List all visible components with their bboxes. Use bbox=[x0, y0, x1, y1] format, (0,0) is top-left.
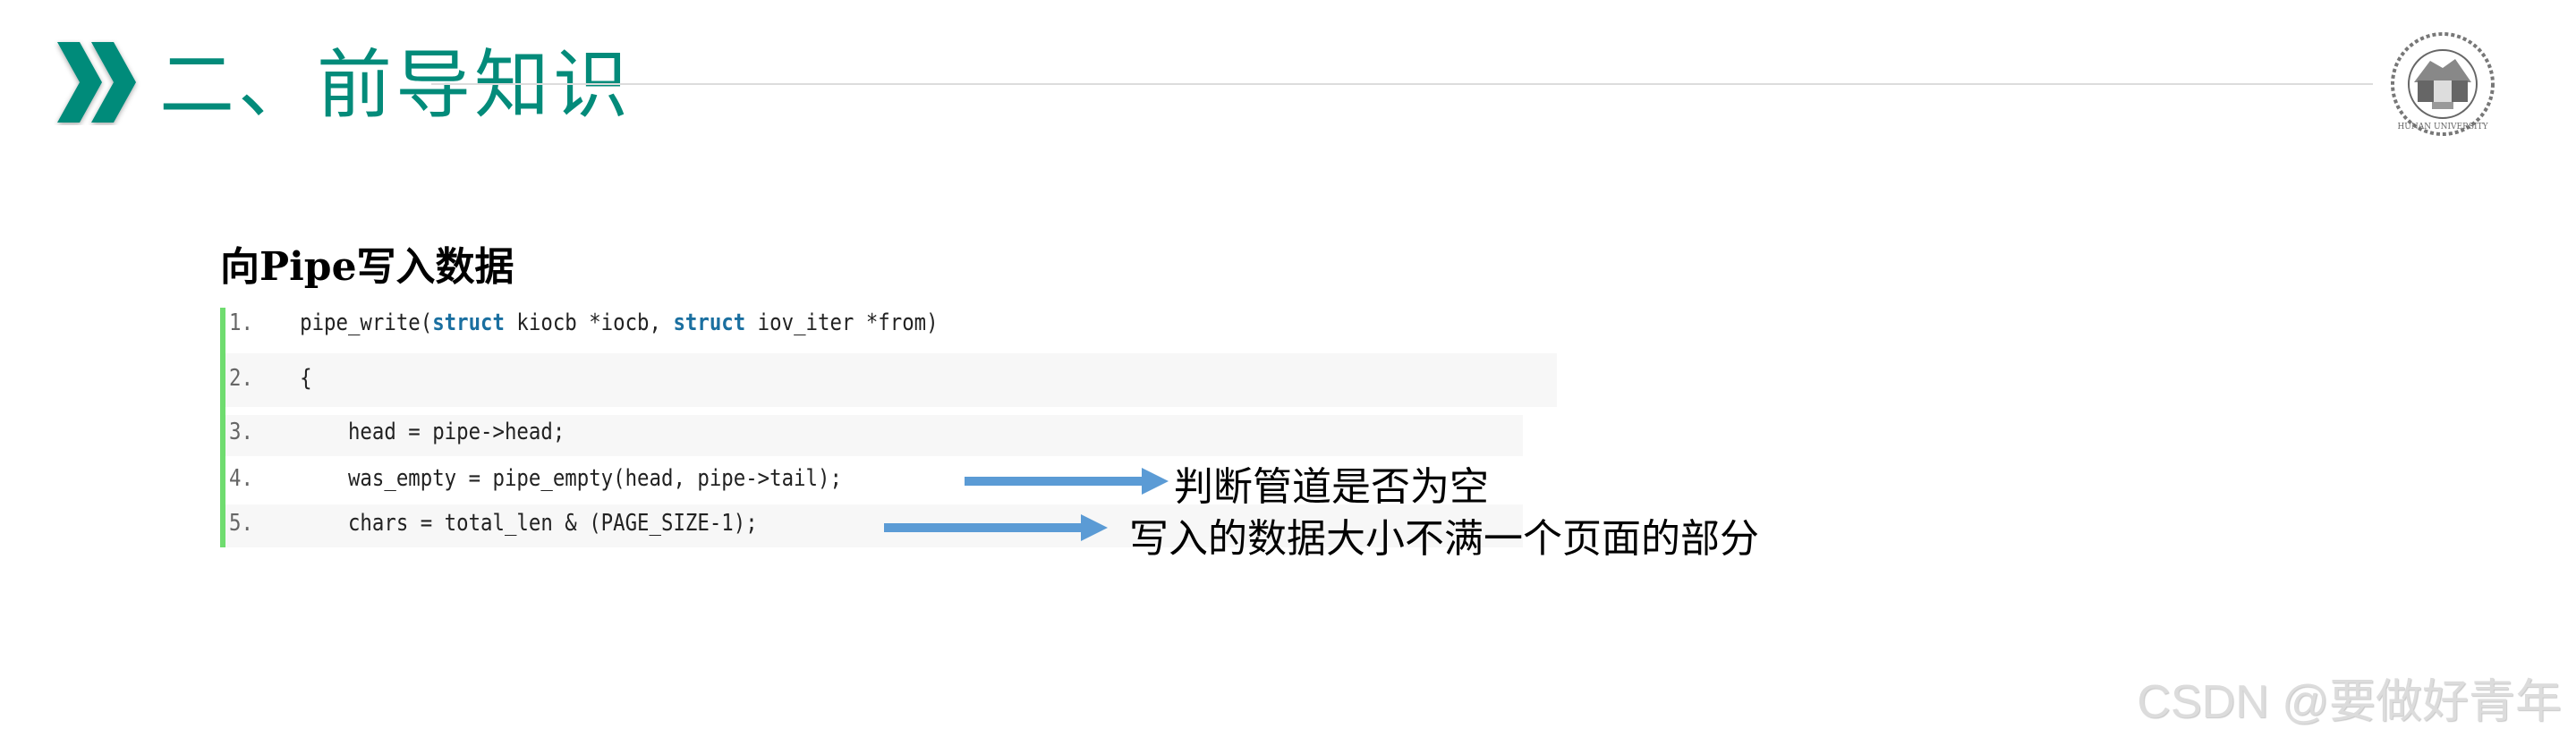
code-keyword: struct bbox=[432, 309, 505, 336]
page-title: 二、前导知识 bbox=[159, 41, 633, 129]
arrow-right-icon bbox=[884, 514, 1108, 541]
code-text: was_empty = pipe_empty(head, pipe->tail)… bbox=[300, 465, 842, 492]
annotation-empty-check: 判断管道是否为空 bbox=[1174, 464, 1489, 510]
code-text: kiocb *iocb, bbox=[504, 309, 674, 336]
code-text: { bbox=[300, 365, 312, 392]
annotation-partial-page: 写入的数据大小不满一个页面的部分 bbox=[1129, 516, 1759, 562]
code-line: 1.pipe_write(struct kiocb *iocb, struct … bbox=[229, 309, 939, 336]
code-text: chars = total_len & (PAGE_SIZE-1); bbox=[300, 510, 758, 537]
watermark: CSDN @要做好青年 bbox=[2137, 676, 2562, 728]
code-block-border bbox=[220, 308, 225, 547]
code-line: 3. head = pipe->head; bbox=[229, 419, 565, 445]
code-keyword: struct bbox=[673, 309, 746, 336]
double-chevron-right-icon bbox=[57, 42, 136, 123]
code-line: 2. { bbox=[229, 365, 312, 392]
line-number: 3. bbox=[229, 419, 253, 445]
line-number: 1. bbox=[229, 309, 253, 336]
section-subtitle: 向Pipe写入数据 bbox=[220, 244, 514, 290]
svg-text:HUNAN UNIVERSITY: HUNAN UNIVERSITY bbox=[2397, 123, 2488, 131]
code-line-bg bbox=[225, 415, 1523, 456]
code-line: 4. was_empty = pipe_empty(head, pipe->ta… bbox=[229, 465, 842, 492]
code-text: iov_iter *from) bbox=[745, 309, 939, 336]
university-logo: HUNAN UNIVERSITY bbox=[2391, 32, 2495, 136]
code-line-bg bbox=[225, 504, 1523, 547]
line-number: 2. bbox=[229, 365, 253, 392]
code-text: pipe_write( bbox=[300, 309, 433, 336]
code-text: head = pipe->head; bbox=[300, 419, 565, 445]
code-line-bg bbox=[225, 353, 1557, 407]
arrow-right-icon bbox=[965, 468, 1169, 495]
title-divider bbox=[431, 83, 2373, 85]
code-line: 5. chars = total_len & (PAGE_SIZE-1); bbox=[229, 510, 758, 537]
line-number: 5. bbox=[229, 510, 253, 537]
line-number: 4. bbox=[229, 465, 253, 492]
